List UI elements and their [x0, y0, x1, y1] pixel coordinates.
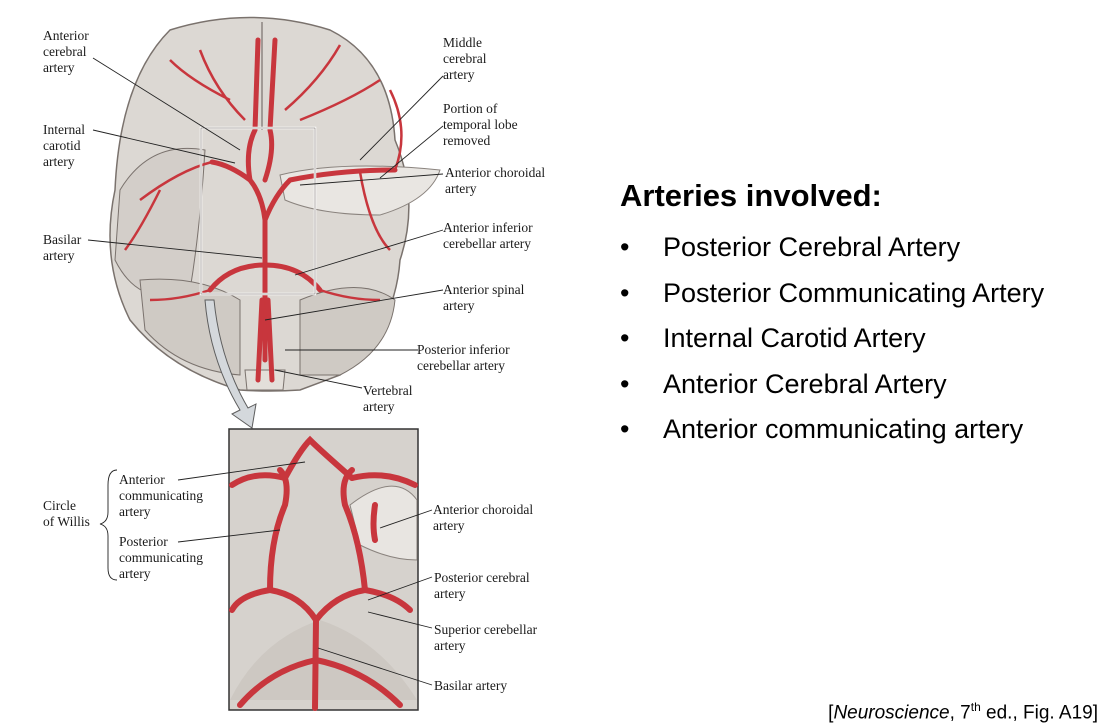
label-posterior-communicating-artery: Posterior communicating artery [119, 534, 203, 581]
bullet-icon: • [620, 277, 630, 308]
label-posterior-cerebral-artery: Posterior cerebral artery [434, 570, 530, 601]
list-item: • Posterior Communicating Artery [620, 274, 1044, 320]
list-item-text: Posterior Cerebral Artery [663, 232, 961, 262]
list-item-text: Internal Carotid Artery [663, 323, 926, 353]
label-temporal-lobe-removed: Portion of temporal lobe removed [443, 101, 518, 148]
brain-ventral-view [109, 16, 441, 429]
list-item: • Anterior communicating artery [620, 410, 1044, 456]
label-vertebral-artery: Vertebral artery [363, 383, 413, 414]
label-anterior-choroidal-artery: Anterior choroidal artery [445, 165, 546, 196]
label-inset-anterior-choroidal-artery: Anterior choroidal artery [433, 502, 534, 533]
bullet-icon: • [620, 414, 630, 444]
label-circle-of-willis: Circle of Willis [43, 498, 90, 529]
circle-of-willis-inset [228, 428, 419, 711]
label-anterior-spinal-artery: Anterior spinal artery [443, 282, 525, 313]
citation: [Neuroscience, 7th ed., Fig. A19] [828, 700, 1098, 724]
citation-bracket: [ [828, 702, 834, 724]
citation-edition: , 7 [949, 702, 971, 724]
label-posterior-inferior-cerebellar-artery: Posterior inferior cerebellar artery [417, 342, 510, 373]
list-item-text: Anterior communicating artery [663, 414, 1024, 444]
list-item: • Posterior Cerebral Artery [620, 228, 1044, 274]
list-item-text: Anterior Cerebral Artery [663, 368, 947, 399]
label-anterior-communicating-artery: Anterior communicating artery [119, 472, 203, 519]
list-item: • Internal Carotid Artery [620, 319, 1044, 365]
bullet-icon: • [620, 323, 630, 353]
citation-rest: ed., Fig. A19] [980, 702, 1098, 724]
label-superior-cerebellar-artery: Superior cerebellar artery [434, 622, 538, 653]
label-internal-carotid-artery: Internal carotid artery [43, 122, 85, 169]
label-middle-cerebral-artery: Middle cerebral artery [443, 35, 487, 82]
bullet-icon: • [620, 232, 630, 262]
arteries-list: • Posterior Cerebral Artery • Posterior Co… [620, 228, 1044, 456]
brain-arteries-illustration [87, 16, 444, 711]
citation-title: Neuroscience [833, 702, 950, 724]
label-anterior-cerebral-artery: Anterior cerebral artery [43, 28, 89, 75]
citation-sup: th [970, 700, 981, 714]
label-anterior-inferior-cerebellar-artery: Anterior inferior cerebellar artery [443, 220, 533, 251]
label-basilar-artery: Basilar artery [43, 232, 82, 263]
list-item-text: Posterior Communicating Artery [663, 277, 1045, 308]
list-item: • Anterior Cerebral Artery [620, 365, 1044, 411]
bullet-icon: • [620, 368, 630, 399]
label-inset-basilar-artery: Basilar artery [434, 678, 508, 693]
slide-heading: Arteries involved: [620, 178, 882, 213]
leader-lines [87, 57, 444, 686]
